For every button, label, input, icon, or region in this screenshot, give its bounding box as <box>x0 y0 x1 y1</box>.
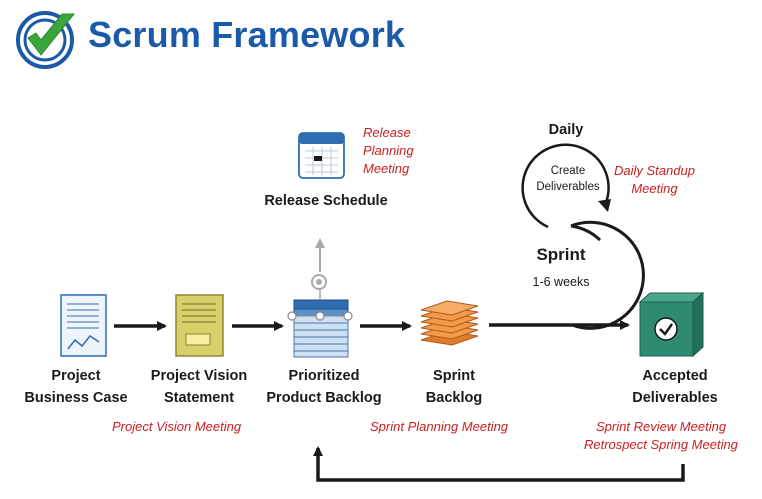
notepad-icon <box>175 294 224 357</box>
stage-label-backlog: Prioritized Product Backlog <box>266 368 382 406</box>
stage-label-deliverables: Accepted Deliverables <box>632 368 718 406</box>
sprint-duration: 1-6 weeks <box>532 275 590 289</box>
deliverable-box-icon <box>638 291 705 358</box>
sprint-planning-meeting: Sprint Planning Meeting <box>370 419 509 434</box>
calendar-icon <box>298 132 345 179</box>
rotate-icon <box>311 274 327 290</box>
page-title: Scrum Framework <box>88 14 406 55</box>
sprint-label: Sprint <box>536 245 586 264</box>
logo-check-icon <box>16 11 76 69</box>
release-schedule-label: Release Schedule <box>264 193 388 209</box>
release-planning-meeting: Release Planning Meeting <box>363 125 414 176</box>
project-vision-meeting: Project Vision Meeting <box>112 419 242 434</box>
daily-standup-meeting: Daily Standup Meeting <box>614 163 695 196</box>
stage-label-sprint-backlog: Sprint Backlog <box>425 368 483 406</box>
sprint-stack-icon <box>420 300 479 346</box>
retrospect-meeting: Retrospect Spring Meeting <box>584 437 738 452</box>
stage-label-vision: Project Vision Statement <box>150 368 248 406</box>
sprint-review-meeting: Sprint Review Meeting <box>596 419 727 434</box>
document-chart-icon <box>60 294 107 357</box>
create-deliverables-label: Create Deliverables <box>536 165 600 193</box>
sprint-loop <box>570 220 645 330</box>
backlog-stack-icon <box>287 299 353 358</box>
daily-label: Daily <box>548 122 584 138</box>
return-arrow <box>313 446 685 482</box>
daily-loop <box>521 143 610 229</box>
stage-label-business-case: Project Business Case <box>24 368 128 406</box>
